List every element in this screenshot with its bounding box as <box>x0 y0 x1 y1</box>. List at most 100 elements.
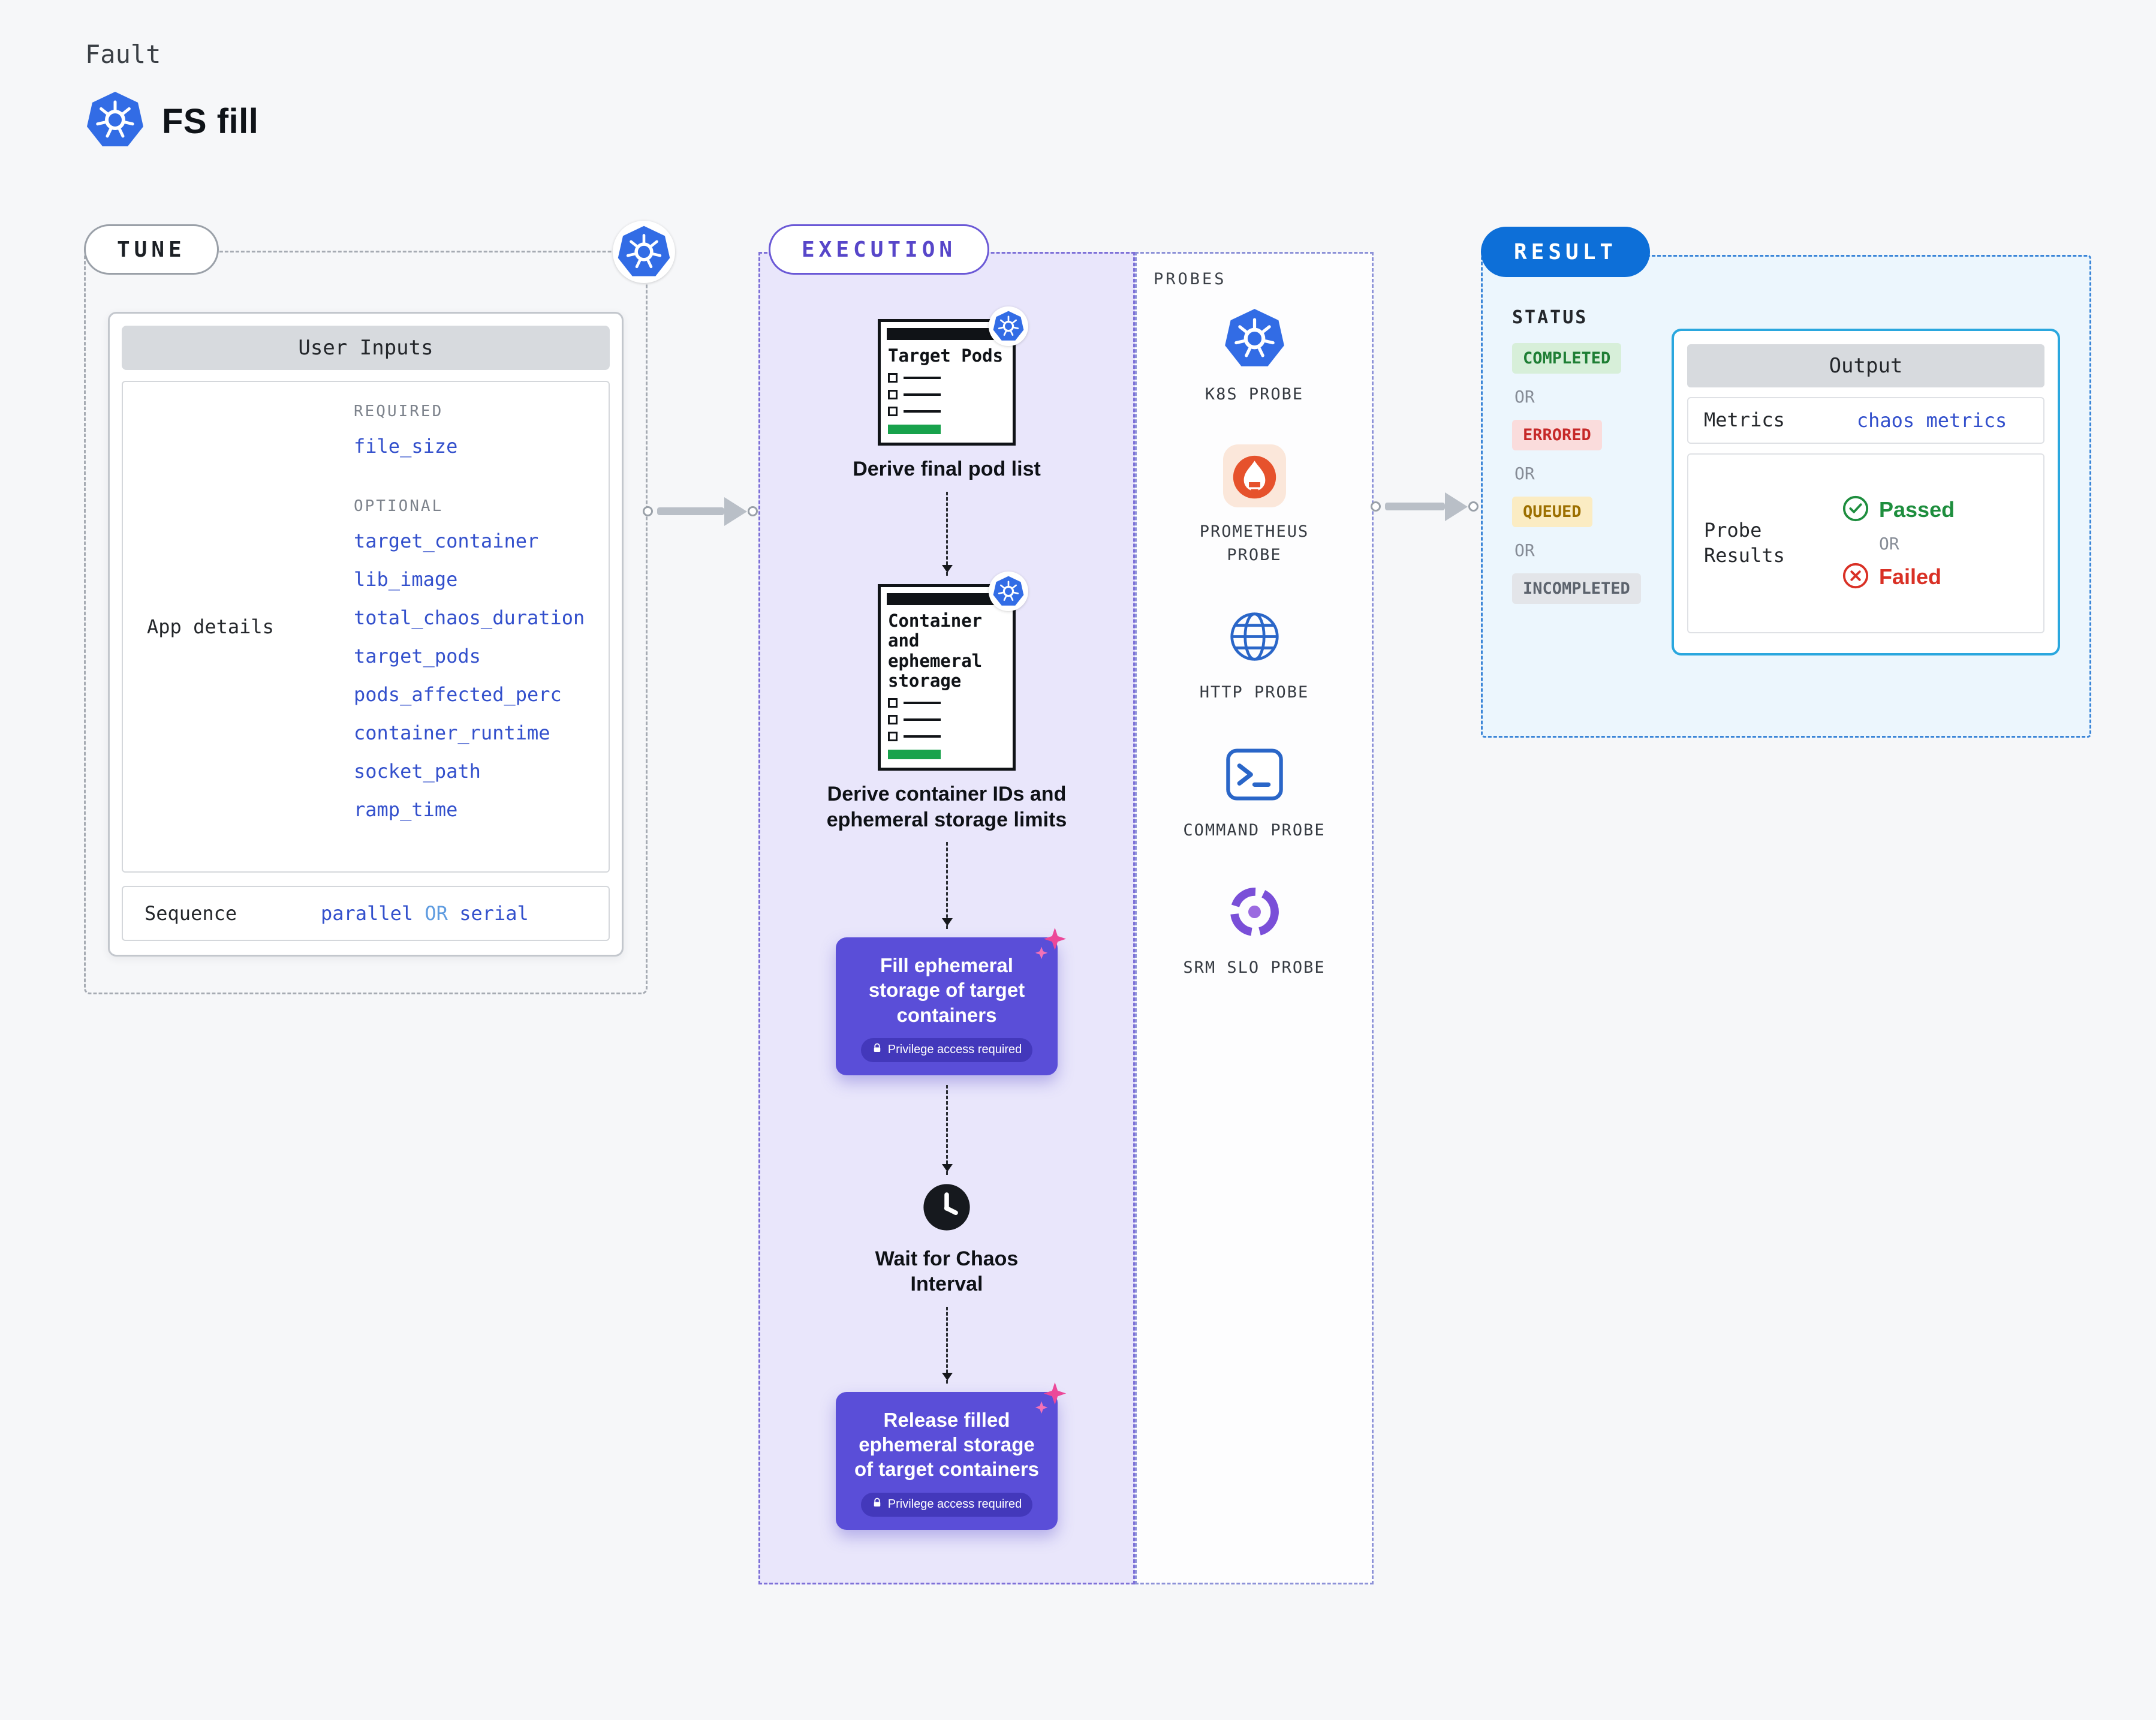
tune-section-box <box>84 251 648 994</box>
doc-progress-bar <box>888 425 941 435</box>
user-inputs-header: User Inputs <box>122 326 610 370</box>
sequence-value: parallel OR serial <box>321 902 529 925</box>
status-badge-incompleted: INCOMPLETED <box>1512 573 1641 604</box>
fields-list: REQUIRED file_size OPTIONAL target_conta… <box>354 382 609 837</box>
metrics-row: Metrics chaos metrics <box>1687 397 2044 444</box>
kubernetes-badge-icon <box>989 571 1028 611</box>
probe-item-prometheus: PROMETHEUS PROBE <box>1182 444 1326 567</box>
doc-title: Target Pods <box>888 345 1004 366</box>
connector-line <box>1385 503 1445 510</box>
prometheus-probe-icon <box>1222 444 1286 510</box>
step2-caption: Derive container IDs and ephemeral stora… <box>826 783 1067 831</box>
failed-text: Failed <box>1879 564 1942 589</box>
or-label: OR <box>1514 387 1535 407</box>
doc-checkbox-row <box>881 390 1013 400</box>
passed-check-icon <box>1842 495 1869 525</box>
status-label: STATUS <box>1512 307 1588 328</box>
execution-section-pill: EXECUTION <box>769 224 990 275</box>
sparkle-icon <box>1034 927 1067 963</box>
failed-x-icon <box>1842 562 1869 593</box>
fault-title-row: FS fill <box>85 90 258 153</box>
fault-title: FS fill <box>162 102 259 141</box>
or-label: OR <box>1514 540 1535 560</box>
doc-header-bar <box>887 593 1007 605</box>
probe-item-command: COMMAND PROBE <box>1182 743 1326 842</box>
field-ramp-time: ramp_time <box>354 798 458 821</box>
fault-category-label: Fault <box>85 40 161 69</box>
field-target-pods: target_pods <box>354 645 481 667</box>
clock-icon <box>922 1182 972 1235</box>
sequence-panel: Sequence parallel OR serial <box>122 886 610 941</box>
probe-caption: HTTP PROBE <box>1199 683 1309 702</box>
sequence-parallel: parallel <box>321 902 414 925</box>
app-details-label: App details <box>147 615 274 638</box>
action-text: Fill ephemeral storage of target contain… <box>868 954 1025 1026</box>
status-list: COMPLETED OR ERRORED OR QUEUED OR INCOMP… <box>1512 343 1641 604</box>
probe-item-srm-slo: SRM SLO PROBE <box>1182 880 1326 979</box>
user-inputs-fields-panel: App details REQUIRED file_size OPTIONAL … <box>122 381 610 873</box>
tune-kubernetes-icon <box>613 221 675 283</box>
release-storage-action-box: Release filled ephemeral storage of targ… <box>836 1382 1067 1530</box>
metrics-label: Metrics <box>1704 408 1785 432</box>
doc-checkbox-row <box>881 732 1013 742</box>
field-target-container: target_container <box>354 530 539 552</box>
status-badge-completed: COMPLETED <box>1512 343 1622 374</box>
connector-dot <box>1371 501 1381 512</box>
required-label: REQUIRED <box>354 402 444 420</box>
status-badge-errored: ERRORED <box>1512 420 1602 450</box>
srm-slo-probe-icon <box>1223 880 1286 946</box>
http-probe-icon <box>1223 605 1286 671</box>
k8s-probe-icon <box>1223 307 1286 373</box>
flow-arrow-down <box>941 491 953 576</box>
privilege-badge: Privilege access required <box>860 1492 1033 1517</box>
lock-icon <box>872 1043 883 1057</box>
field-total-chaos-duration: total_chaos_duration <box>354 606 585 629</box>
target-pods-doc-icon: Target Pods <box>878 306 1028 446</box>
field-pods-affected-perc: pods_affected_perc <box>354 683 562 706</box>
doc-checkbox-row <box>881 715 1013 725</box>
action-text: Release filled ephemeral storage of targ… <box>854 1408 1040 1481</box>
field-file-size: file_size <box>354 435 458 458</box>
passed-line: Passed <box>1842 495 1955 525</box>
optional-label: OPTIONAL <box>354 497 444 515</box>
lock-icon <box>872 1498 883 1512</box>
step1-caption: Derive final pod list <box>853 458 1041 481</box>
passed-text: Passed <box>1879 497 1955 522</box>
doc-checkbox-row <box>881 373 1013 383</box>
doc-checkbox-row <box>881 698 1013 708</box>
user-inputs-card: User Inputs App details REQUIRED file_si… <box>108 312 624 957</box>
failed-line: Failed <box>1842 562 1955 593</box>
kubernetes-badge-icon <box>989 306 1028 346</box>
connector-dot <box>748 506 758 516</box>
output-header: Output <box>1687 344 2044 387</box>
connector-dot <box>643 506 653 516</box>
connector-dot <box>1468 501 1479 512</box>
container-storage-doc-icon: Container and ephemeral storage <box>878 571 1028 771</box>
or-label: OR <box>1514 464 1535 483</box>
probe-item-k8s: K8S PROBE <box>1182 307 1326 406</box>
doc-header-bar <box>887 328 1007 340</box>
privilege-badge-text: Privilege access required <box>887 1498 1022 1511</box>
command-probe-icon <box>1223 743 1286 809</box>
field-socket-path: socket_path <box>354 760 481 783</box>
probe-item-http: HTTP PROBE <box>1182 605 1326 704</box>
probe-caption: SRM SLO PROBE <box>1183 958 1326 977</box>
connector-arrowhead <box>724 497 747 526</box>
doc-title: Container and ephemeral storage <box>888 610 983 691</box>
privilege-badge-text: Privilege access required <box>887 1043 1022 1057</box>
probe-caption: PROMETHEUS PROBE <box>1199 522 1309 565</box>
connector-line <box>657 507 724 515</box>
sequence-serial: serial <box>459 902 529 925</box>
output-card: Output Metrics chaos metrics Probe Resul… <box>1672 329 2060 655</box>
probe-caption: COMMAND PROBE <box>1183 820 1326 840</box>
metrics-value: chaos metrics <box>1856 409 2007 432</box>
kubernetes-icon <box>85 90 145 153</box>
result-section-pill: RESULT <box>1481 227 1651 277</box>
tune-section-pill: TUNE <box>84 224 219 275</box>
privilege-badge: Privilege access required <box>860 1038 1033 1062</box>
probe-results-row: Probe Results Passed OR <box>1687 453 2044 633</box>
flow-arrow-down <box>941 842 953 930</box>
or-label: OR <box>1879 533 1899 554</box>
connector-arrowhead <box>1445 492 1468 521</box>
